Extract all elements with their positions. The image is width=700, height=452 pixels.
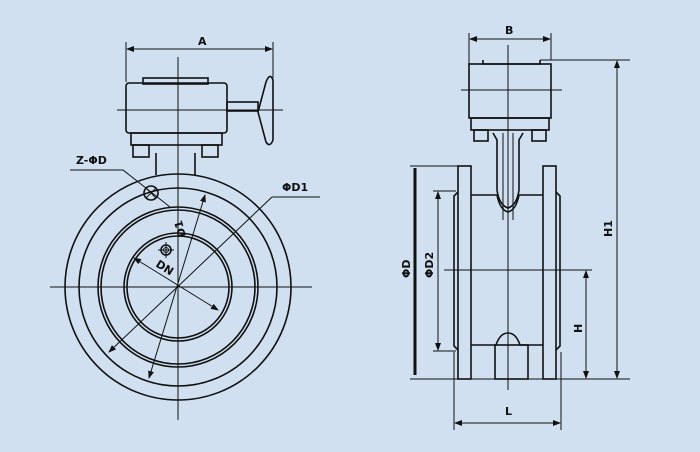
handwheel-icon — [257, 75, 274, 146]
gearbox — [125, 75, 274, 175]
front-view: A Z-ΦD ΦD1 D1 DN — [50, 35, 320, 420]
dim-phi-d-label: ΦD — [400, 260, 413, 278]
dim-dn-label: DN — [153, 258, 175, 279]
dim-l-label: L — [505, 405, 512, 418]
dim-b-label: B — [505, 24, 513, 37]
bolt-hole — [143, 185, 174, 258]
side-centerlines — [444, 45, 592, 390]
side-dimensions — [410, 33, 630, 430]
dim-a-label: A — [198, 35, 207, 48]
side-body — [453, 165, 561, 380]
dim-d1-label: D1 — [172, 219, 189, 239]
dim-phi-d2-label: ΦD2 — [423, 252, 436, 278]
side-gearbox — [468, 60, 552, 220]
dim-z-phi-d-label: Z-ΦD — [76, 154, 107, 167]
dim-phi-d1-label: ΦD1 — [282, 181, 308, 194]
dim-h-label: H — [572, 324, 585, 333]
side-view: B H1 ΦD ΦD2 H L — [400, 24, 630, 430]
dimensions — [70, 42, 320, 379]
dim-h1-label: H1 — [602, 220, 615, 237]
